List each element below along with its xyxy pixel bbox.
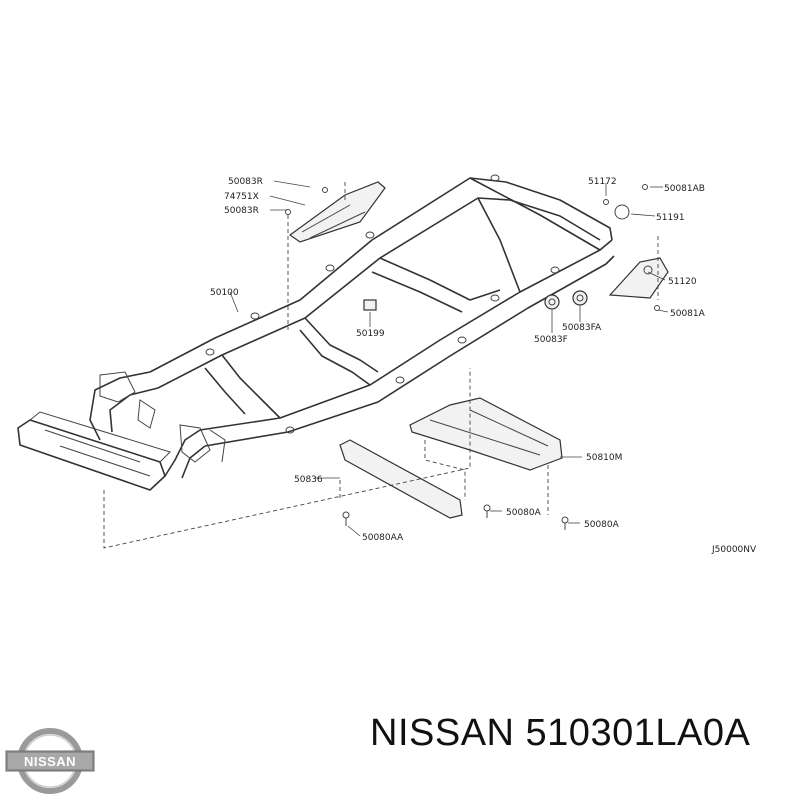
front-mount-right: [179, 424, 226, 463]
label-50080AA: 50080AA: [362, 533, 404, 543]
label-50081AB: 50081AB: [664, 184, 705, 194]
diagram-code: J50000NV: [711, 545, 757, 555]
label-50080A-right: 50080A: [584, 520, 620, 530]
label-50836: 50836: [294, 475, 323, 485]
crossmember-center: [299, 317, 379, 386]
label-50810M: 50810M: [586, 453, 622, 463]
label-50083R-top: 50083R: [228, 177, 263, 187]
front-mount-left: [99, 371, 156, 429]
skid-plate: [409, 397, 563, 471]
front-horn-left: [89, 371, 159, 441]
label-50100: 50100: [210, 288, 239, 298]
rear-mount-bracket: [603, 184, 669, 311]
label-50199: 50199: [356, 329, 385, 339]
crossmember-rear: [469, 177, 601, 293]
front-bumper-beam: [17, 419, 166, 491]
label-50083F: 50083F: [534, 335, 568, 345]
bumper-detail: [29, 411, 171, 477]
label-51191: 51191: [656, 213, 685, 223]
frame-holes: [205, 174, 560, 434]
crossmember-front: [204, 354, 281, 419]
label-51172: 51172: [588, 177, 617, 187]
leader-lines: [229, 180, 669, 537]
label-50080A-left: 50080A: [506, 508, 542, 518]
svg-text:NISSAN: NISSAN: [24, 754, 76, 769]
chassis-frame: [17, 174, 615, 491]
label-50081A: 50081A: [670, 309, 706, 319]
rear-kick: [505, 181, 613, 241]
label-50083R-bottom: 50083R: [224, 206, 259, 216]
part-number-title: NISSAN 510301LA0A: [370, 712, 751, 754]
nissan-logo: NISSAN: [5, 728, 95, 794]
floor-bracket: [285, 181, 386, 243]
label-50083FA: 50083FA: [562, 323, 602, 333]
bolts: [342, 504, 569, 530]
left-side-rail: [149, 177, 511, 389]
label-51120: 51120: [668, 277, 697, 287]
label-74751X: 74751X: [224, 192, 259, 202]
reference-lines: [103, 182, 659, 549]
part-labels: 50083R 74751X 50083R 51172 50081AB 51191…: [210, 177, 757, 555]
crossmember-mid: [371, 257, 501, 313]
lower-plate: [339, 439, 463, 519]
frame-bushings: [363, 290, 588, 311]
